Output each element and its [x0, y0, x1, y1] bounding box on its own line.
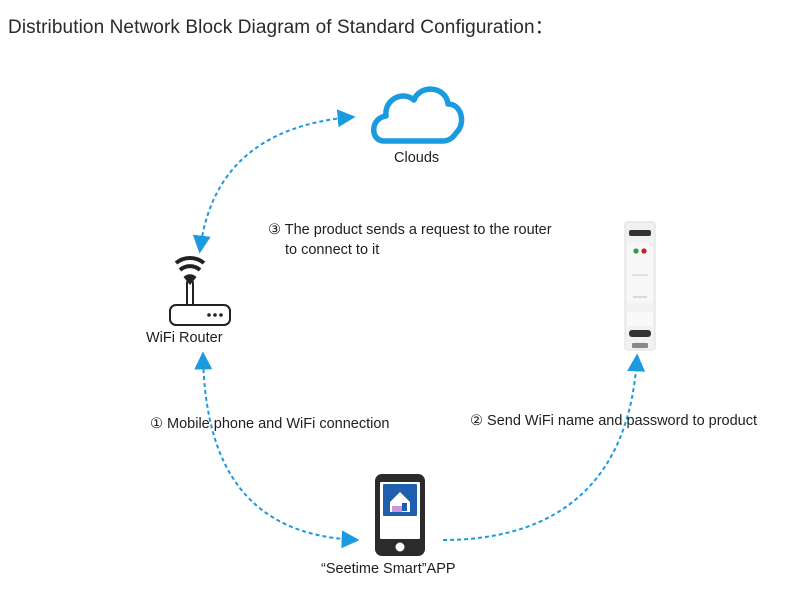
cloud-icon	[371, 86, 465, 144]
step-2-label: ② Send WiFi name and password to product	[470, 413, 758, 429]
router-label: WiFi Router	[146, 330, 223, 346]
step-3-label-line2: to connect to it	[285, 242, 380, 258]
step-3-label-line1: ③ The product sends a request to the rou…	[268, 222, 552, 238]
cloud-label: Clouds	[394, 150, 440, 166]
step-1-label: ① Mobile phone and WiFi connection	[150, 416, 390, 432]
page-title: Distribution Network Block Diagram of St…	[8, 17, 554, 38]
wifi-router-icon	[169, 255, 231, 326]
connector-phone-product	[442, 353, 646, 541]
connector-router-phone	[194, 351, 360, 549]
phone-label: “Seetime Smart”APP	[321, 561, 456, 577]
smart-switch-device	[624, 221, 656, 351]
connector-router-cloud	[192, 109, 356, 254]
smartphone-app-icon	[375, 474, 425, 556]
